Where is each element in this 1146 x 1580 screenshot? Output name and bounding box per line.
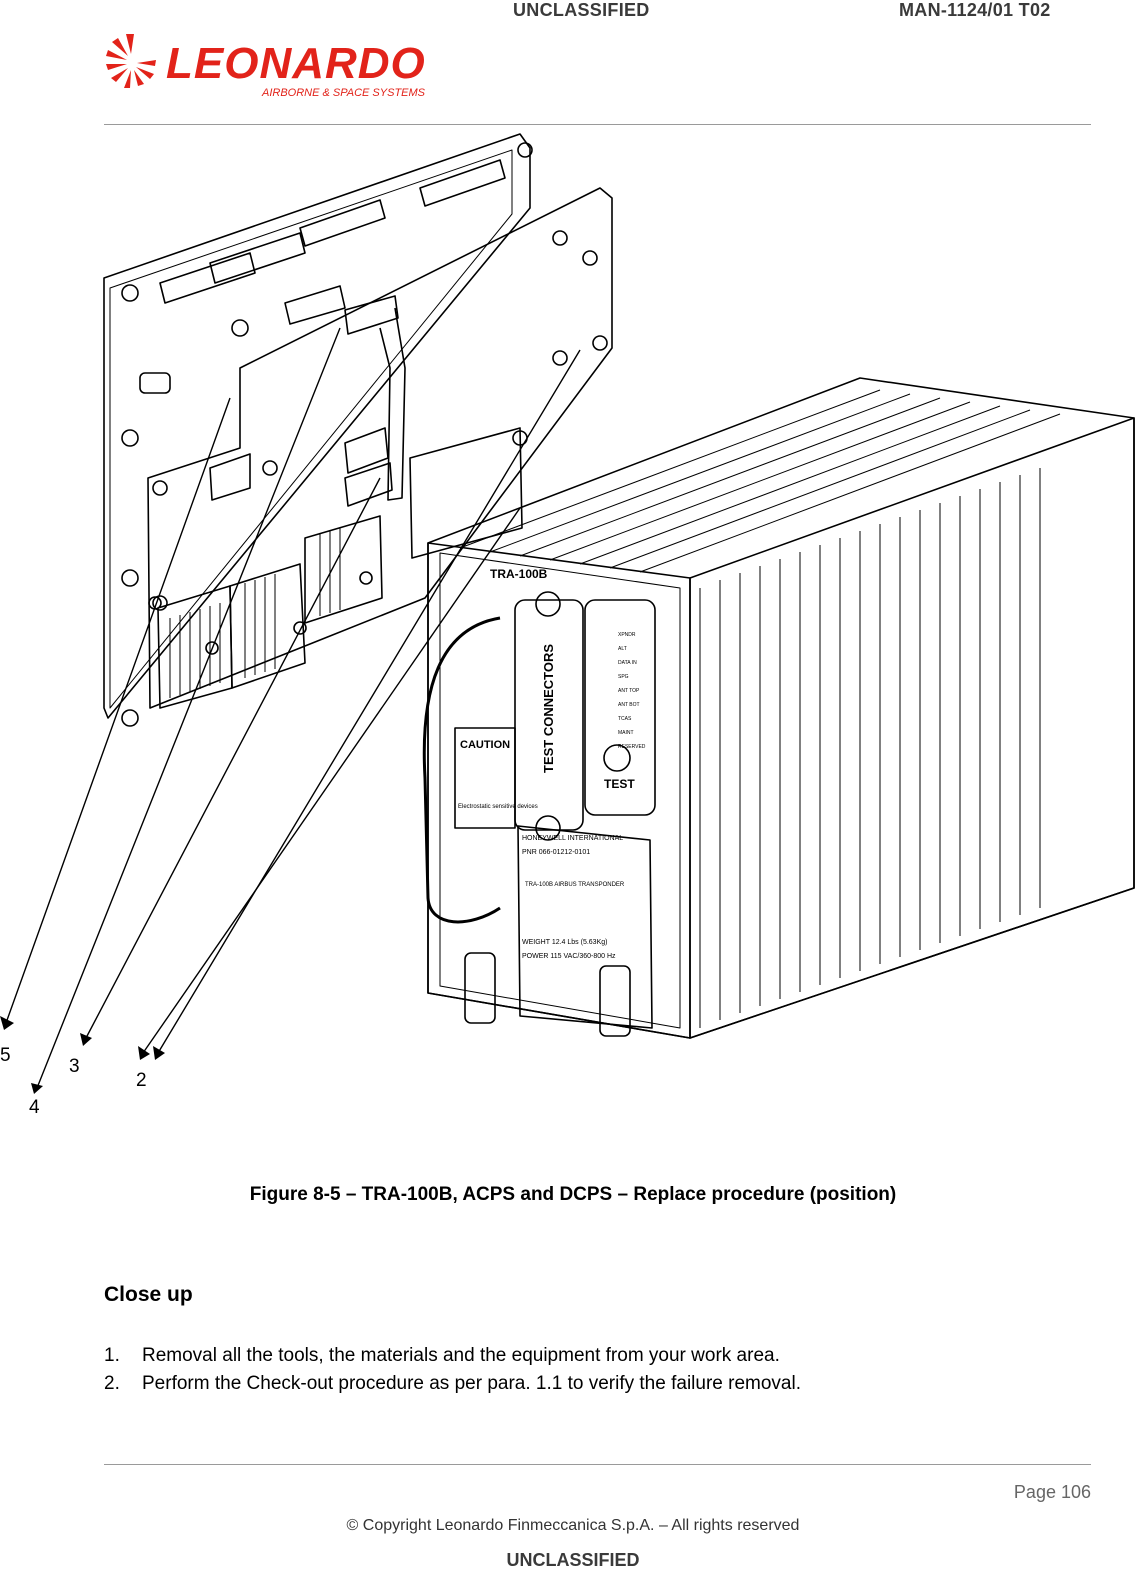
- step-number: 2.: [104, 1373, 120, 1394]
- caution-text: CAUTION: [460, 739, 510, 751]
- svg-text:MAINT: MAINT: [618, 730, 634, 736]
- list-item: 1. Removal all the tools, the materials a…: [104, 1345, 780, 1367]
- dcps-modules: [157, 427, 523, 709]
- svg-text:DATA IN: DATA IN: [618, 660, 637, 666]
- manufacturer-text: HONEYWELL INTERNATIONAL: [522, 835, 623, 842]
- footer-classification: UNCLASSIFIED: [506, 1550, 640, 1570]
- step-text: Removal all the tools, the materials and…: [142, 1345, 780, 1366]
- pnr-text: PNR 066-01212-0101: [522, 849, 590, 856]
- svg-text:RESERVED: RESERVED: [618, 744, 646, 750]
- led-labels: XPNDR ALT DATA IN SPG ANT TOP ANT BOT TC…: [618, 632, 646, 750]
- transponder-chassis: [422, 377, 1135, 1039]
- footer-divider: [104, 1464, 1091, 1465]
- model-plate-text: TRA-100B: [490, 567, 548, 581]
- svg-text:ANT BOT: ANT BOT: [618, 702, 640, 708]
- svg-text:LEONARDO: LEONARDO: [166, 39, 426, 88]
- leonardo-logo: LEONARDO AIRBORNE & SPACE SYSTEMS: [106, 34, 426, 99]
- leader-lines: [5, 327, 581, 1089]
- callout-5: 5: [0, 1045, 11, 1066]
- power-text: POWER 115 VAC/360-800 Hz: [522, 953, 616, 960]
- weight-text: WEIGHT 12.4 Lbs (5.63Kg): [522, 939, 607, 946]
- back-panel-plate: [103, 133, 533, 727]
- leonardo-emblem-icon: [106, 34, 156, 88]
- page-number: Page 106: [1013, 1482, 1091, 1502]
- callout-4: 4: [29, 1097, 40, 1118]
- figure-caption: Figure 8-5 – TRA-100B, ACPS and DCPS – R…: [249, 1184, 897, 1205]
- header-divider: [104, 124, 1091, 125]
- svg-text:ANT TOP: ANT TOP: [618, 688, 640, 694]
- test-connectors-text: TEST CONNECTORS: [541, 644, 556, 773]
- svg-text:AIRBORNE & SPACE SYSTEMS: AIRBORNE & SPACE SYSTEMS: [261, 87, 426, 99]
- svg-text:SPG: SPG: [618, 674, 629, 680]
- document-reference: MAN-1124/01 T02: [899, 0, 1051, 20]
- test-button-text: TEST: [604, 777, 635, 791]
- header-classification: UNCLASSIFIED: [513, 0, 650, 20]
- exploded-view-figure: TRA-100B TEST CONNECTORS TEST CAUTION El…: [0, 133, 1135, 1118]
- list-item: 2. Perform the Check-out procedure as per…: [104, 1373, 801, 1395]
- svg-text:TCAS: TCAS: [618, 716, 632, 722]
- step-text: Perform the Check-out procedure as per p…: [142, 1373, 801, 1394]
- leader-arrowheads: [0, 1016, 165, 1094]
- section-title: Close up: [104, 1283, 193, 1306]
- step-number: 1.: [104, 1345, 120, 1366]
- product-text: TRA-100B AIRBUS TRANSPONDER: [525, 882, 625, 888]
- svg-text:ALT: ALT: [618, 646, 627, 652]
- svg-text:XPNDR: XPNDR: [618, 632, 636, 638]
- callout-3: 3: [69, 1056, 80, 1077]
- esd-text: Electrostatic sensitive devices: [458, 804, 538, 810]
- acps-board: [147, 187, 613, 709]
- copyright-notice: © Copyright Leonardo Finmeccanica S.p.A.…: [346, 1517, 800, 1534]
- callout-2: 2: [136, 1070, 147, 1091]
